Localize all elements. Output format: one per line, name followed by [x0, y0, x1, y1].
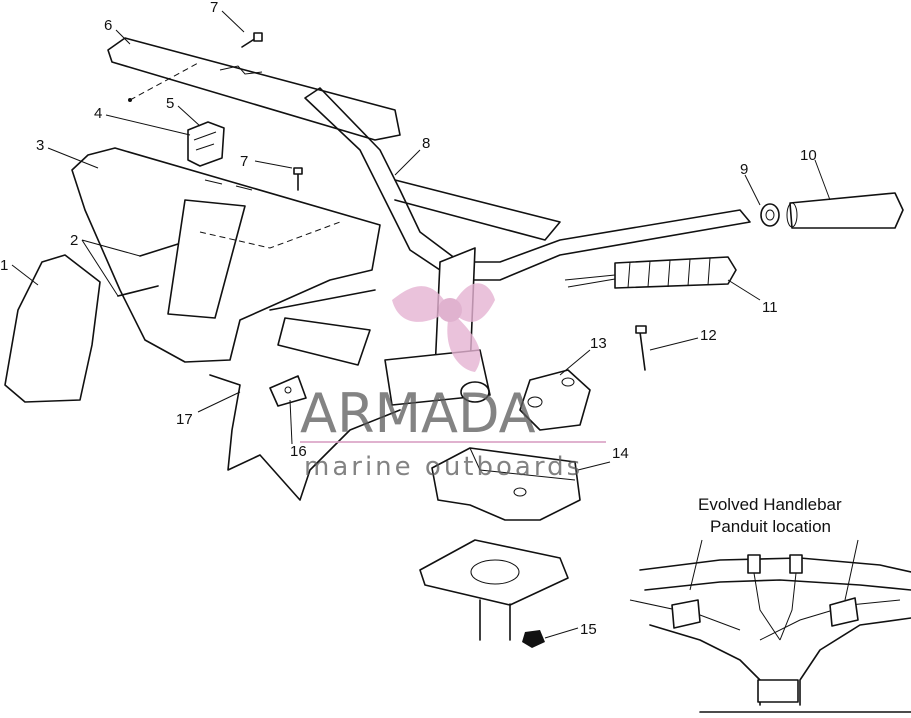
part-16-bracket	[269, 375, 307, 407]
leader-lines	[11, 10, 831, 639]
watermark: ARMADA marine outboards	[300, 283, 606, 482]
inset-detail-panduit: Evolved Handlebar Panduit location	[629, 495, 911, 713]
callout-8: 8	[422, 135, 430, 152]
part-7-screw-upper	[241, 32, 263, 48]
inset-caption-line1: Evolved Handlebar	[698, 495, 842, 514]
callout-5: 5	[166, 95, 174, 112]
callout-17: 17	[176, 411, 193, 428]
part-14-lower-clamp	[431, 447, 581, 521]
inset-caption-line2: Panduit location	[710, 517, 831, 536]
part-2-screws	[117, 243, 179, 297]
callout-10: 10	[800, 147, 817, 164]
part-10-grip	[786, 192, 904, 229]
watermark-tagline: marine outboards	[304, 452, 583, 482]
part-3-handlebar-pod	[71, 147, 381, 363]
callout-7-upper: 7	[210, 0, 218, 16]
part-15-nut	[522, 630, 545, 648]
callout-15: 15	[580, 621, 597, 638]
part-11-heated-grip	[564, 256, 737, 289]
callout-6: 6	[104, 17, 112, 34]
part-7-screw-lower	[293, 167, 303, 191]
callout-1: 1	[0, 257, 8, 274]
callout-14: 14	[612, 445, 629, 462]
callout-13: 13	[590, 335, 607, 352]
callout-2: 2	[70, 232, 78, 249]
watermark-brand: ARMADA	[300, 382, 536, 445]
callout-9: 9	[740, 161, 748, 178]
callout-labels: 1 2 3 4 5 6 7 7 8 9 10 11 12 13 14 15 16…	[0, 0, 817, 638]
part-12-bolt	[635, 325, 647, 371]
part-4-5-switch	[187, 121, 225, 167]
part-1-windshield	[4, 254, 101, 403]
part-6-top-cover	[107, 37, 401, 141]
mounting-plate	[419, 539, 569, 641]
lower-housing	[209, 289, 401, 501]
callout-4: 4	[94, 105, 102, 122]
callout-7-lower: 7	[240, 153, 248, 170]
callout-11: 11	[762, 299, 778, 316]
part-8-handlebar	[304, 87, 751, 281]
callout-16: 16	[290, 443, 307, 460]
callout-3: 3	[36, 137, 44, 154]
propeller-logo-icon	[392, 283, 495, 372]
callout-12: 12	[700, 327, 717, 344]
part-13-upper-clamp	[519, 369, 591, 431]
part-9-bushing	[760, 203, 780, 227]
